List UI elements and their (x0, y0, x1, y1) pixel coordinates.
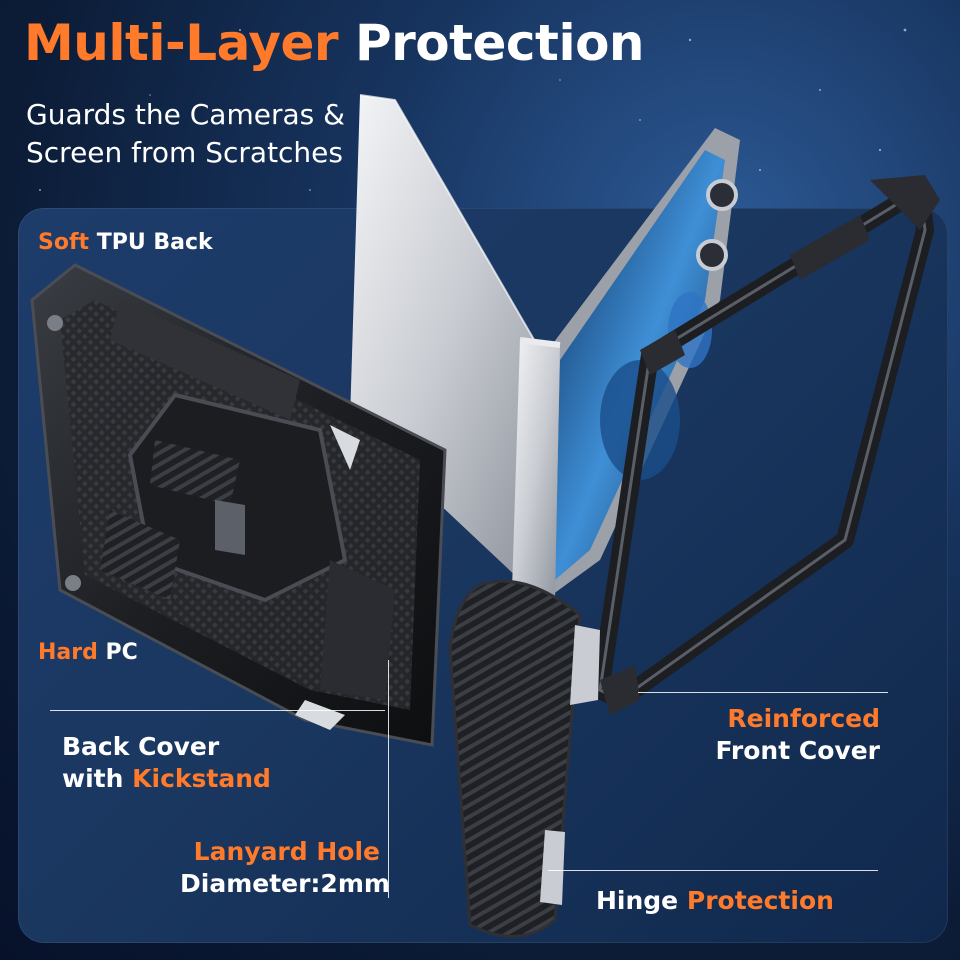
lanyard-diameter: Diameter:2mm (180, 869, 390, 898)
label-hard-pc: Hard PC (38, 640, 138, 665)
subtitle-line-1: Guards the Cameras & (26, 98, 345, 131)
leader-line-hinge (548, 870, 878, 871)
leader-line-front-cover (638, 692, 888, 693)
lanyard-highlight: Lanyard Hole (193, 837, 380, 866)
page-title: Multi-Layer Protection (24, 14, 645, 72)
hinge-highlight: Protection (686, 886, 834, 915)
reinforced-highlight: Reinforced (727, 704, 880, 733)
back-cover-highlight: Kickstand (132, 764, 271, 793)
hard-pc-rest: PC (105, 640, 138, 665)
hinge-prefix: Hinge (596, 886, 679, 915)
title-highlight: Multi-Layer (24, 14, 339, 72)
back-cover-line-1: Back Cover (62, 732, 220, 761)
frame-brackets (600, 175, 940, 715)
soft-tpu-rest: TPU Back (96, 230, 213, 255)
hard-pc-highlight: Hard (38, 640, 98, 665)
label-back-cover: Back Cover with Kickstand (62, 731, 271, 795)
back-cover-prefix: with (62, 764, 124, 793)
hinge-protection-cover (448, 579, 600, 938)
hinge-spine (512, 337, 561, 600)
page-subtitle: Guards the Cameras & Screen from Scratche… (26, 96, 366, 172)
leader-line-back-cover (50, 710, 385, 711)
label-soft-tpu-back: Soft TPU Back (38, 230, 213, 255)
leader-line-lanyard (388, 660, 389, 898)
soft-tpu-highlight: Soft (38, 230, 90, 255)
title-rest: Protection (354, 14, 645, 72)
subtitle-line-2: Screen from Scratches (26, 136, 343, 169)
back-cover-with-kickstand (30, 263, 447, 747)
label-hinge-protection: Hinge Protection (596, 885, 834, 917)
front-cover-text: Front Cover (715, 736, 880, 765)
